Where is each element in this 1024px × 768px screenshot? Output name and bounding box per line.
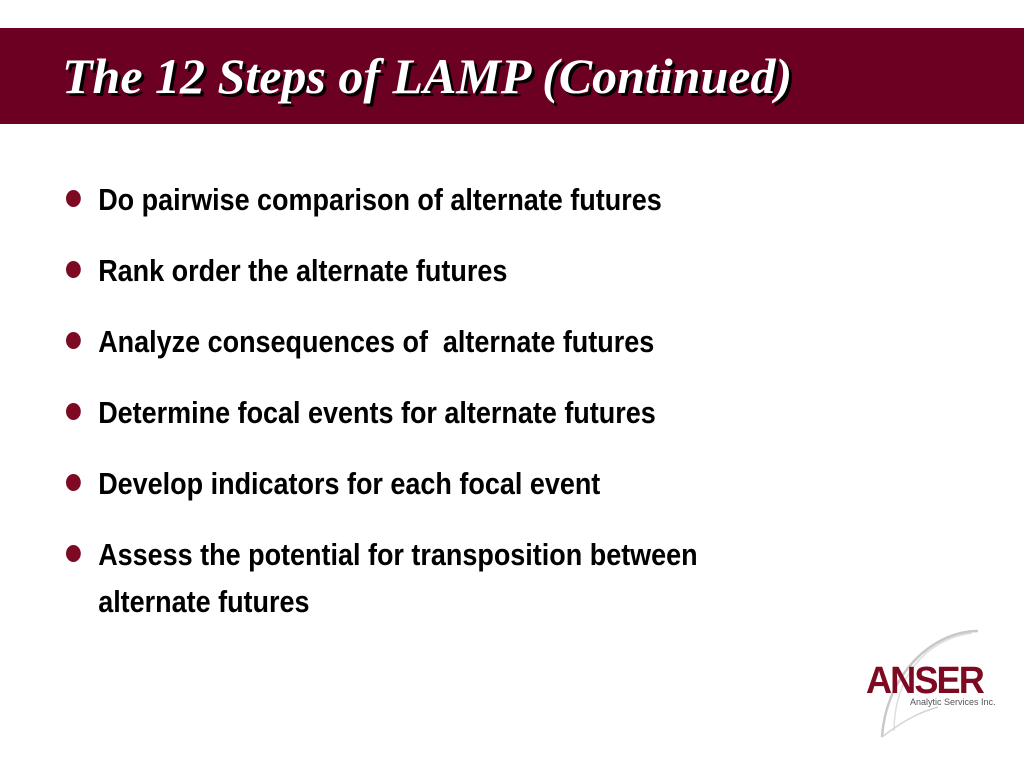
bullet-text: Analyze consequences of alternate future… <box>98 324 655 359</box>
bullet-dot-icon <box>66 474 81 491</box>
bullet-dot-icon <box>66 403 81 420</box>
bullet-dot-icon <box>66 190 81 207</box>
bullet-item: Develop indicators for each focal event <box>66 460 779 507</box>
bullet-text: Develop indicators for each focal event <box>98 466 601 501</box>
logo-subtitle: Analytic Services Inc. <box>910 697 996 707</box>
anser-logo: ANSER Analytic Services Inc. <box>860 625 1000 745</box>
bullet-item: Rank order the alternate futures <box>66 247 779 294</box>
bullet-item: Assess the potential for transposition b… <box>66 531 779 625</box>
bullet-text: Assess the potential for transposition b… <box>98 537 706 619</box>
logo-wordmark: ANSER <box>866 660 985 702</box>
bullet-item: Analyze consequences of alternate future… <box>66 318 779 365</box>
bullet-list: Do pairwise comparison of alternate futu… <box>66 176 886 649</box>
bullet-text: Rank order the alternate futures <box>98 253 508 288</box>
slide-title: The 12 Steps of LAMP (Continued) <box>62 48 793 104</box>
bullet-text: Determine focal events for alternate fut… <box>98 395 656 430</box>
bullet-item: Determine focal events for alternate fut… <box>66 389 779 436</box>
bullet-dot-icon <box>66 332 81 349</box>
bullet-dot-icon <box>66 261 81 278</box>
bullet-item: Do pairwise comparison of alternate futu… <box>66 176 779 223</box>
title-bar <box>0 28 1024 124</box>
bullet-text: Do pairwise comparison of alternate futu… <box>98 182 662 217</box>
swoosh-icon <box>880 629 979 738</box>
bullet-dot-icon <box>66 545 81 562</box>
